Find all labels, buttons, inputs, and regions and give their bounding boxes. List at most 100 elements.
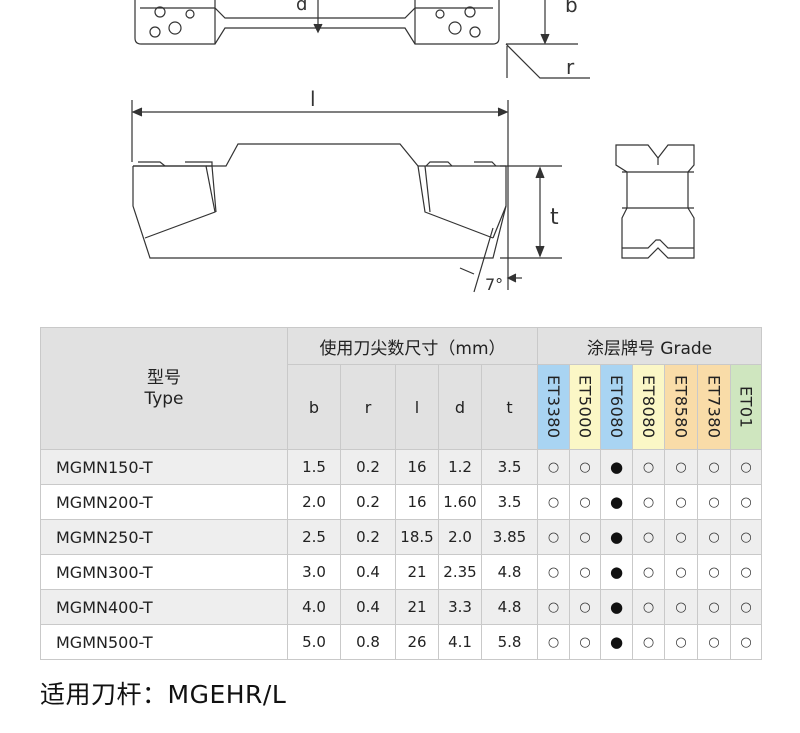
- grade-column-header: ET6080: [600, 364, 634, 450]
- dim-cell-t: 4.8: [480, 554, 539, 590]
- grade-availability-cell: ○: [537, 554, 571, 590]
- dim-cell-r: 0.2: [340, 484, 396, 520]
- grade-chip: ET8580: [665, 365, 698, 449]
- grade-availability-cell: ○: [664, 589, 699, 625]
- grade-availability-cell: ○: [569, 624, 602, 660]
- dim-cell-l: 16: [395, 449, 439, 485]
- grade-availability-cell: ○: [697, 484, 732, 520]
- grade-chip: ET8080: [633, 365, 665, 449]
- dim-label-l: l: [310, 87, 316, 111]
- grade-availability-cell: ○: [632, 484, 666, 520]
- grade-availability-cell: ○: [697, 589, 732, 625]
- dim-column-header: r: [340, 364, 396, 450]
- grade-column-header: ET7380: [697, 364, 732, 450]
- grade-column-header: ET3380: [537, 364, 571, 450]
- grade-availability-cell: ○: [569, 589, 602, 625]
- model-cell: MGMN150-T: [40, 449, 288, 485]
- dim-cell-l: 18.5: [395, 519, 439, 555]
- grade-availability-cell: ○: [730, 589, 763, 625]
- grade-name: ET3380: [544, 375, 564, 439]
- grade-availability-cell: ●: [600, 449, 634, 485]
- model-header-cn: 型号: [147, 367, 181, 388]
- grade-name: ET01: [736, 385, 756, 429]
- dim-cell-b: 2.5: [287, 519, 341, 555]
- grade-availability-cell: ○: [569, 449, 602, 485]
- grade-availability-cell: ○: [537, 519, 571, 555]
- dim-cell-l: 26: [395, 624, 439, 660]
- dim-label-angle: 7°: [485, 275, 503, 294]
- insert-end-view: [615, 144, 695, 259]
- insert-top-view: [134, 0, 590, 79]
- dim-label-b: b: [565, 0, 578, 17]
- grade-availability-cell: ○: [664, 624, 699, 660]
- dim-column-header: t: [480, 364, 539, 450]
- dim-cell-d: 1.2: [438, 449, 482, 485]
- grade-availability-cell: ○: [664, 519, 699, 555]
- dim-cell-r: 0.8: [340, 624, 396, 660]
- grade-availability-cell: ○: [697, 554, 732, 590]
- grade-name: ET8580: [671, 375, 691, 439]
- grade-header: 涂层牌号 Grade: [537, 327, 763, 365]
- dim-cell-r: 0.4: [340, 589, 396, 625]
- grade-chip: ET5000: [570, 365, 601, 449]
- grade-column-header: ET5000: [569, 364, 602, 450]
- grade-column-header: ET8580: [664, 364, 699, 450]
- dim-column-header: b: [287, 364, 341, 450]
- dim-cell-r: 0.4: [340, 554, 396, 590]
- grade-chip: ET3380: [538, 365, 570, 449]
- grade-name: ET8080: [639, 375, 659, 439]
- insert-side-view: [131, 100, 562, 293]
- model-cell: MGMN300-T: [40, 554, 288, 590]
- grade-availability-cell: ○: [537, 589, 571, 625]
- dim-cell-d: 2.0: [438, 519, 482, 555]
- grade-availability-cell: ○: [632, 589, 666, 625]
- grade-availability-cell: ○: [664, 484, 699, 520]
- dim-cell-l: 21: [395, 554, 439, 590]
- dim-label-t: t: [550, 205, 559, 230]
- model-cell: MGMN200-T: [40, 484, 288, 520]
- dim-cell-t: 3.5: [480, 484, 539, 520]
- dim-column-header: l: [395, 364, 439, 450]
- dim-cell-d: 4.1: [438, 624, 482, 660]
- dim-cell-b: 1.5: [287, 449, 341, 485]
- grade-availability-cell: ○: [664, 449, 699, 485]
- grade-availability-cell: ○: [632, 624, 666, 660]
- model-cell: MGMN250-T: [40, 519, 288, 555]
- grade-column-header: ET01: [730, 364, 763, 450]
- grade-availability-cell: ○: [730, 519, 763, 555]
- grade-chip: ET7380: [698, 365, 731, 449]
- dimensions-header: 使用刀尖数尺寸（mm）: [286, 327, 539, 365]
- dim-cell-b: 5.0: [287, 624, 341, 660]
- grade-availability-cell: ○: [632, 449, 666, 485]
- grade-availability-cell: ○: [730, 624, 763, 660]
- grade-availability-cell: ○: [537, 484, 571, 520]
- dim-label-d: d: [296, 0, 307, 15]
- grade-availability-cell: ○: [632, 554, 666, 590]
- grade-availability-cell: ●: [600, 484, 634, 520]
- grade-availability-cell: ○: [730, 449, 763, 485]
- grade-availability-cell: ●: [600, 554, 634, 590]
- model-header-en: Type: [144, 388, 184, 409]
- grade-availability-cell: ○: [697, 624, 732, 660]
- grade-availability-cell: ●: [600, 589, 634, 625]
- grade-availability-cell: ○: [664, 554, 699, 590]
- dim-cell-t: 3.5: [480, 449, 539, 485]
- dim-cell-l: 21: [395, 589, 439, 625]
- applicable-holder-text: 适用刀杆：MGEHR/L: [40, 680, 287, 709]
- grade-availability-cell: ○: [730, 554, 763, 590]
- dim-cell-b: 4.0: [287, 589, 341, 625]
- dim-cell-b: 3.0: [287, 554, 341, 590]
- grade-availability-cell: ○: [569, 554, 602, 590]
- grade-name: ET5000: [575, 375, 595, 439]
- dim-cell-t: 5.8: [480, 624, 539, 660]
- grade-name: ET6080: [607, 375, 627, 439]
- model-cell: MGMN500-T: [40, 624, 288, 660]
